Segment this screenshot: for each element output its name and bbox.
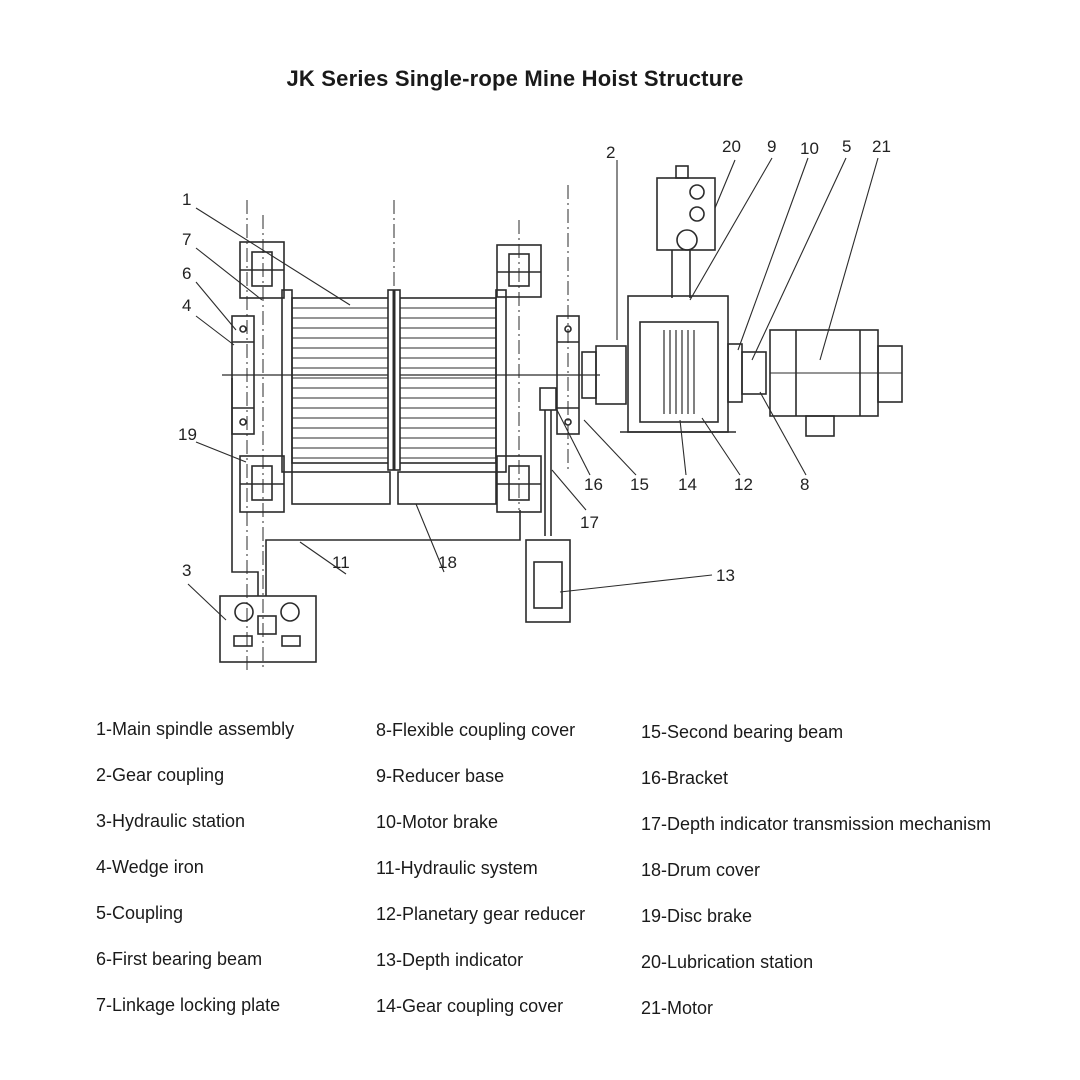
callout-8: 8 [800,475,809,494]
callout-19: 19 [178,425,197,444]
depth-indicator-transmission [544,410,552,536]
callout-numbers: 1 7 6 4 19 3 11 18 13 2 20 9 10 5 21 8 1… [178,137,891,585]
drum-cover [291,471,497,505]
callout-2: 2 [606,143,615,162]
disc-brake-top-left [239,241,285,299]
legend-item: 14-Gear coupling cover [376,996,564,1016]
callout-12: 12 [734,475,753,494]
bracket [539,387,557,411]
depth-indicator [525,539,571,623]
lubrication-station [656,165,716,298]
legend-item: 18-Drum cover [641,860,761,880]
callout-16: 16 [584,475,603,494]
legend-item: 10-Motor brake [376,812,499,832]
callout-14: 14 [678,475,697,494]
legend-item: 20-Lubrication station [641,952,814,972]
motor [769,329,903,437]
legend-item: 4-Wedge iron [96,857,204,877]
legend-item: 15-Second bearing beam [641,722,844,742]
drum-flange-left [281,289,293,473]
disc-brake-bottom-right [496,455,542,513]
legend-item: 17-Depth indicator transmission mechanis… [641,814,992,834]
legend-item: 16-Bracket [641,768,729,788]
legend-item: 3-Hydraulic station [96,811,246,831]
legend-item: 5-Coupling [96,903,184,923]
legend-item: 11-Hydraulic system [376,858,538,878]
legend-item: 19-Disc brake [641,906,753,926]
legend-item: 9-Reducer base [376,766,505,786]
legend-item: 12-Planetary gear reducer [376,904,586,924]
callout-18: 18 [438,553,457,572]
legend-item: 8-Flexible coupling cover [376,720,576,740]
legend-item: 1-Main spindle assembly [96,719,295,739]
hydraulic-pipes [231,378,521,596]
disc-brake-bottom-left [239,455,285,513]
callout-4: 4 [182,296,191,315]
legend-item: 13-Depth indicator [376,950,524,970]
planetary-gear-reducer [639,321,719,423]
disc-brake-top-right [496,244,542,298]
drum-flange-right [495,289,507,473]
hoist-structure-drawing: 1 7 6 4 19 3 11 18 13 2 20 9 10 5 21 8 1… [178,137,903,670]
callout-7: 7 [182,230,191,249]
callout-3: 3 [182,561,191,580]
legend-item: 2-Gear coupling [96,765,225,785]
callout-leaders [187,157,879,621]
callout-9: 9 [767,137,776,156]
second-bearing-beam [556,315,580,435]
legend-item: 6-First bearing beam [96,949,263,969]
callout-21: 21 [872,137,891,156]
callout-1: 1 [182,190,191,209]
callout-15: 15 [630,475,649,494]
legend-item: 21-Motor [641,998,714,1018]
callout-17: 17 [580,513,599,532]
coupling [741,351,767,395]
legend-item: 7-Linkage locking plate [96,995,281,1015]
drum [291,289,497,471]
hydraulic-station [219,595,317,663]
first-bearing-beam [231,315,255,435]
callout-10: 10 [800,139,819,158]
callout-20: 20 [722,137,741,156]
callout-13: 13 [716,566,735,585]
callout-5: 5 [842,137,851,156]
motor-brake [727,343,743,403]
callout-6: 6 [182,264,191,283]
callout-11: 11 [332,553,350,572]
diagram-title: JK Series Single-rope Mine Hoist Structu… [286,66,744,91]
gear-coupling [581,345,627,405]
